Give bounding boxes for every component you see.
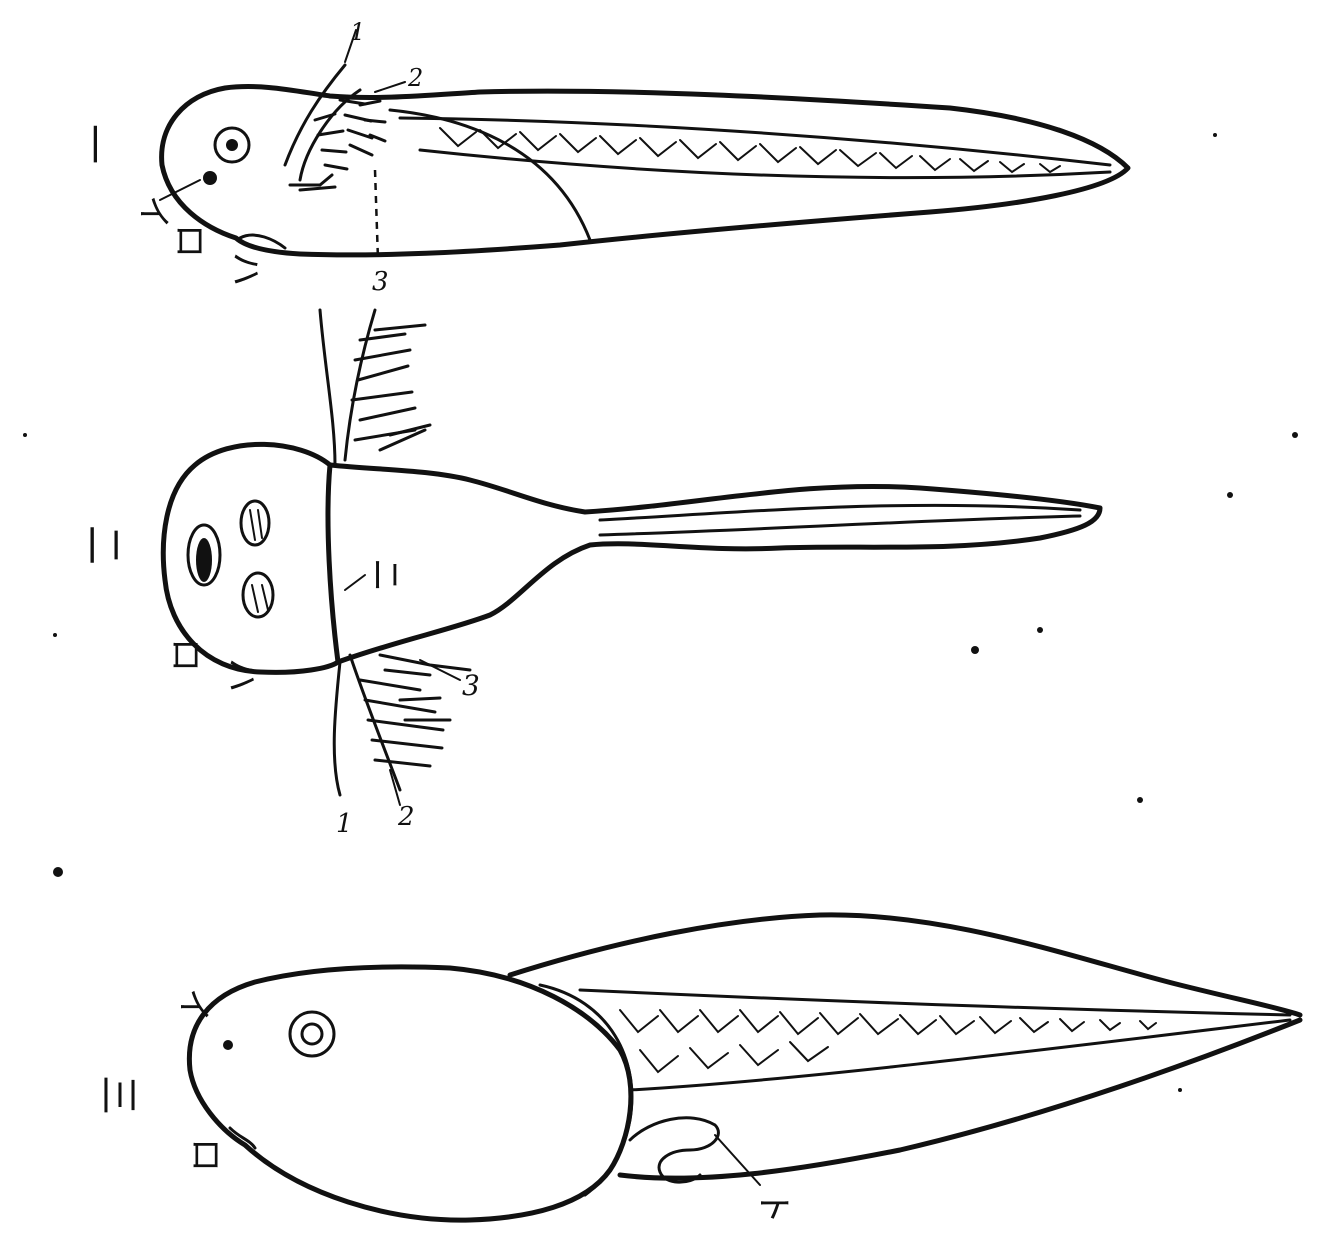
tadpole-3-tail-upper-fin [510,915,1300,1015]
figure-3-number: 三 [95,1075,141,1115]
figure-3-label-to: ト [753,1190,793,1224]
tadpole-3-tail-muscle-top [580,990,1290,1015]
figure-3-label-ro: ロ [185,1138,225,1172]
figure-2-gill-1: 1 [336,809,353,839]
tadpole-figure-1: 一 イ ロ ハ 1 2 3 [70,18,1128,297]
figure-1-label-ha: ハ [225,252,265,286]
figure-2-label-ni: ニ [365,558,405,592]
tadpole-1-gill-pointer [375,170,378,260]
tadpole-3-tail-lower-fin [620,1020,1300,1178]
figure-1-gill-2: 2 [407,64,423,92]
tadpole-figure-3: 三 イ ロ ト [95,915,1300,1224]
tadpole-1-pupil [226,139,238,151]
figure-1-gill-3: 3 [372,267,389,297]
figure-1-gill-1: 1 [350,18,365,46]
print-specks [23,133,1298,1092]
tadpole-figure-2: 二 ロ ハ ニ 1 2 3 [80,310,1100,839]
tadpole-2-gills-lower [334,655,470,795]
tadpole-2-leader-3 [420,660,460,680]
figure-2-gill-2: 2 [397,802,415,832]
tadpole-3-tail-chevrons [620,1010,1156,1072]
tadpole-3-body [189,967,631,1220]
tadpole-1-nostril [203,171,217,185]
figure-2-number: 二 [80,525,126,565]
tadpole-2-body [328,465,1100,662]
figure-1-number: 一 [70,124,116,164]
tadpole-2-mouth-opening [196,538,212,582]
tadpole-3-nostril [223,1040,233,1050]
tadpole-3-eye [290,1012,334,1056]
tadpole-3-hind-leg [630,1118,718,1182]
figure-2-label-ro: ロ [165,638,205,672]
tadpole-1-gills [285,65,385,190]
figure-2-label-ha: ハ [221,658,261,692]
figure-3-label-i: イ [173,988,213,1022]
tadpole-3-eye-inner [302,1024,322,1044]
tadpole-1-belly-line [390,110,590,240]
tadpole-2-sucker-detail [250,510,268,612]
tadpole-1-leader-2 [375,82,405,92]
figure-1-label-i: イ [133,195,173,229]
tadpole-2-tail-inner [600,505,1080,535]
figure-1-label-ro: ロ [169,224,209,258]
figure-2-gill-3: 3 [462,669,480,702]
tadpole-2-leader-ni [345,575,365,590]
tadpole-2-gills-upper [320,310,430,465]
